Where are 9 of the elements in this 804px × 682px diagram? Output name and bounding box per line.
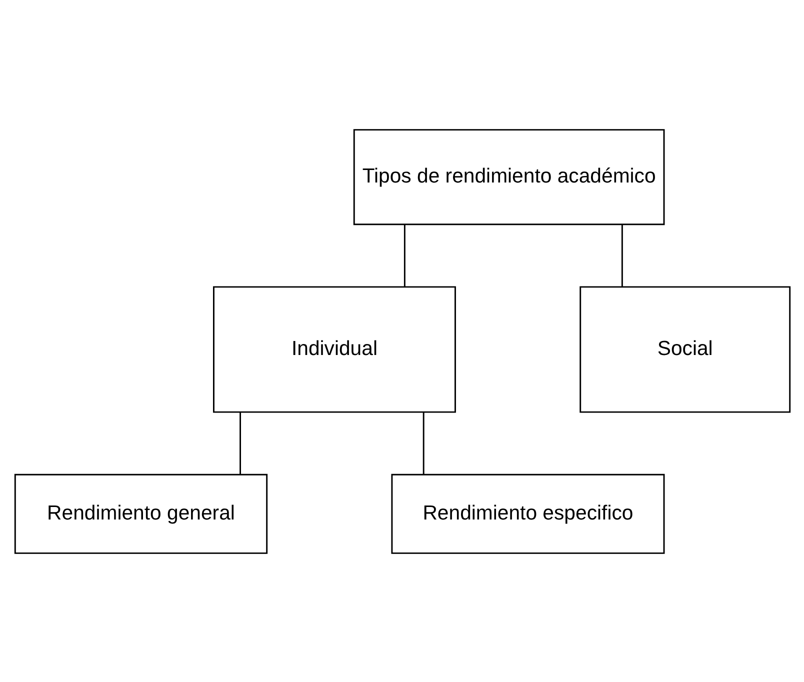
- connector: [620, 224, 622, 286]
- node-box: Tipos de rendimiento académico: [352, 128, 664, 225]
- connector: [403, 224, 405, 286]
- node-box: Social: [579, 286, 790, 412]
- node-box: Individual: [212, 286, 456, 412]
- connector: [239, 412, 241, 474]
- connector: [422, 412, 424, 474]
- node-box: Rendimiento general: [14, 473, 268, 554]
- node-box: Rendimiento especifico: [390, 473, 664, 554]
